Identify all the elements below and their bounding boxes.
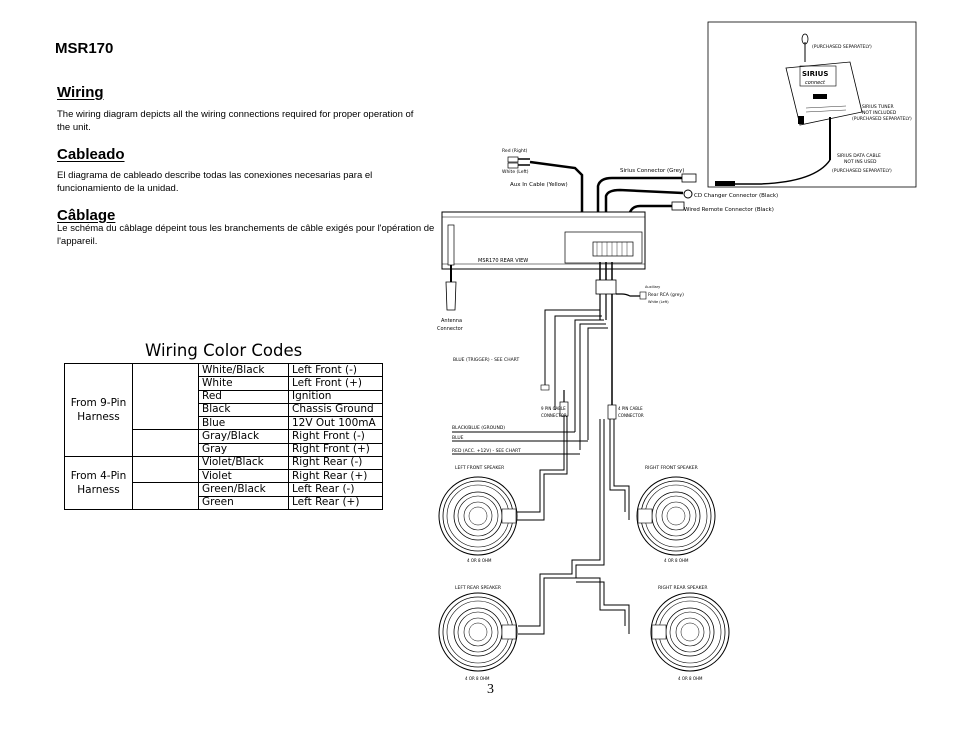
table-row: Gray Right Front (+): [65, 442, 383, 457]
blue-wire-label: BLUE: [452, 435, 464, 441]
cd-changer-label: CD Changer Connector (Black): [694, 193, 778, 199]
table-row: Gray/Black Right Front (-): [65, 429, 383, 457]
four-pin-label: 4 PIN CABLE: [618, 406, 643, 411]
sirius-logo: SIRIUS: [802, 70, 828, 78]
group-4pin: From 4-Pin Harness: [64, 455, 133, 511]
ohm-label: 4 OR 8 OHM: [467, 558, 492, 563]
sirius-data-plug: [715, 181, 735, 186]
right-rear-label: RIGHT REAR SPEAKER: [658, 585, 708, 591]
cablage-heading: Câblage: [57, 207, 116, 224]
wiring-heading: Wiring: [57, 84, 104, 101]
antenna-label: Antenna: [441, 318, 462, 324]
table-row: Blue 12V Out 100mA: [65, 416, 383, 431]
wired-remote-plug: [671, 201, 685, 211]
wire-color: Green: [198, 495, 289, 511]
antenna-connector-icon: [445, 281, 457, 311]
black-blue-label: BLACK/BLUE (GROUND): [452, 425, 505, 431]
left-front-label: LEFT FRONT SPEAKER: [455, 465, 504, 471]
table-row: Violet Right Rear (+): [65, 469, 383, 484]
nine-pin-label-2: CONNECTOR: [541, 413, 567, 418]
harness-connector: [595, 279, 617, 295]
sirius-tuner-icon: [785, 61, 863, 126]
nine-pin-label: 9 PIN CABLE: [541, 406, 566, 411]
sirius-antenna-icon: [801, 33, 809, 45]
four-pin-connector: [607, 404, 617, 420]
connector-label: Connector: [437, 326, 464, 332]
rear-view-label: MSR170 REAR VIEW: [478, 258, 528, 264]
rca-left-plug: [507, 162, 519, 169]
table-row: Black Chassis Ground: [65, 402, 383, 418]
purchased-separately-label: (PURCHASED SEPARATELY): [832, 168, 892, 174]
color-codes-title: Wiring Color Codes: [145, 341, 303, 360]
iso-socket: [592, 241, 634, 257]
aux-in-label: Aux In Cable (Yellow): [510, 182, 568, 188]
rca-red-label: Red (Right): [502, 148, 528, 154]
cablage-text: Le schéma du câblage dépeint tous les br…: [57, 223, 435, 247]
auxiliary-label: Auxiliary: [645, 285, 660, 289]
rca-right-plug: [507, 156, 519, 163]
rca-white-label: White (Left): [502, 169, 529, 175]
cableado-heading: Cableado: [57, 146, 125, 163]
not-used-label: NOT INS USED: [844, 159, 877, 165]
right-front-label: RIGHT FRONT SPEAKER: [645, 465, 698, 471]
not-included-label: NOT INCLUDED: [862, 110, 897, 116]
head-unit-rear: [441, 211, 646, 270]
wire-function: Left Rear (+): [288, 495, 383, 511]
cd-changer-plug: [683, 189, 693, 199]
blue-trigger-label: BLUE (TRIGGER) - SEE CHART: [453, 357, 519, 363]
table-row: Green Left Rear (+): [65, 495, 383, 511]
page-number: 3: [487, 682, 494, 697]
purchased-separately-label: (PURCHASED SEPARATELY): [812, 44, 872, 50]
table-row: Green/Black Left Rear (-): [65, 482, 383, 510]
sirius-connect-logo: connect: [805, 80, 826, 86]
sirius-box: [707, 21, 917, 188]
four-pin-label-2: CONNECTOR: [618, 413, 644, 418]
red-acc-label: RED (ACC. +12V) - SEE CHART: [452, 448, 521, 454]
ohm-label: 4 OR 8 OHM: [664, 558, 689, 563]
wiring-color-table: From 9-Pin Harness White/Black Left Fron…: [64, 362, 383, 511]
rear-rca-label: Rear RCA (grey): [648, 292, 684, 298]
sirius-connector-plug: [681, 173, 697, 183]
purchased-separately-label: (PURCHASED SEPARATELY): [852, 116, 912, 122]
ohm-label: 4 OR 8 OHM: [465, 676, 490, 681]
ohm-label: 4 OR 8 OHM: [678, 676, 703, 681]
sirius-tuner-label: SIRIUS TUNER: [862, 104, 894, 110]
sirius-data-cable-label: SIRIUS DATA CABLE: [837, 153, 881, 159]
rear-rca-white-label: White (Left): [648, 300, 669, 304]
sirius-connector-label: Sirius Connector (Grey): [620, 168, 684, 174]
left-rear-label: LEFT REAR SPEAKER: [455, 585, 501, 591]
model-title: MSR170: [55, 40, 114, 57]
wiring-text: The wiring diagram depicts all the wirin…: [57, 109, 414, 133]
cableado-text: El diagrama de cableado describe todas l…: [57, 170, 373, 194]
wired-remote-label: Wired Remote Connector (Black): [684, 207, 774, 213]
table-row: White Left Front (+): [65, 376, 383, 391]
table-row: From 4-Pin Harness Violet/Black Right Re…: [64, 455, 383, 511]
